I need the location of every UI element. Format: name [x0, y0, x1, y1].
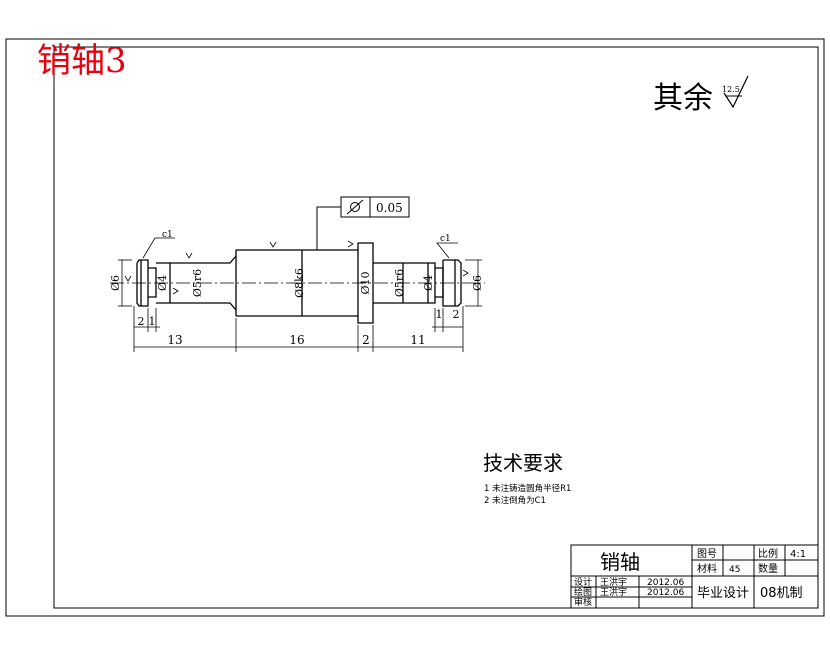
- material-label: 材料: [697, 562, 717, 575]
- roughness-mark-icon: [462, 269, 469, 277]
- designer-label: 设计: [574, 576, 592, 588]
- roughness-mark-icon: [269, 241, 277, 248]
- dia-left-5r6: Ø5r6: [191, 269, 204, 297]
- dia-right-4: Ø4: [422, 275, 435, 291]
- runout-icon: [350, 202, 360, 212]
- title-block-texts: 销轴 图号 比例 4:1 材料 45 数量 设计 王洪宇 2012.06 绘图 …: [574, 547, 806, 608]
- scale-label: 比例: [758, 547, 778, 560]
- shaft-outline: [136, 242, 462, 324]
- qty-label: 数量: [758, 562, 778, 575]
- chamfer-left: c1: [162, 230, 173, 240]
- reviewer-label: 审核: [574, 596, 592, 608]
- dim-13: 13: [167, 333, 182, 347]
- class-label: 08机制: [760, 586, 803, 601]
- tech-line-2: 2 未注倒角为C1: [484, 495, 546, 506]
- dim-2-left: 2: [138, 315, 145, 328]
- roughness-mark-icon: [185, 252, 193, 259]
- roughness-mark-icon: [172, 287, 179, 295]
- designer-name: 王洪宇: [600, 576, 627, 588]
- dia-left-4: Ø4: [156, 275, 169, 291]
- dim-2: 2: [362, 333, 370, 347]
- tolerance-frame: 0.05: [316, 196, 410, 250]
- drafter-date: 2012.06: [647, 588, 684, 598]
- tech-title: 技术要求: [483, 451, 563, 475]
- roughness-symbol-icon: [723, 75, 749, 109]
- tech-line-1: 1 未注铸造圆角半径R1: [484, 483, 571, 494]
- drafter-label: 绘图: [574, 586, 592, 598]
- inner-frame: [53, 46, 819, 609]
- diameter-labels: Ø6 Ø4 Ø5r6 Ø8k6 Ø10 Ø5r6 Ø4 Ø6: [109, 268, 484, 298]
- dia-left-6: Ø6: [109, 275, 122, 291]
- tolerance-value: 0.05: [376, 201, 403, 215]
- dia-right-6: Ø6: [471, 275, 484, 291]
- roughness-label: 其余: [653, 81, 713, 116]
- dimension-lines: [118, 237, 482, 352]
- dim-2-right: 2: [453, 308, 460, 321]
- drafter-name: 王洪宇: [600, 586, 627, 598]
- title-block: [570, 544, 819, 609]
- dim-11: 11: [410, 333, 425, 347]
- outer-frame: [5, 38, 825, 617]
- dia-right-5r6: Ø5r6: [393, 269, 406, 297]
- scale-value: 4:1: [790, 549, 806, 560]
- dia-10: Ø10: [359, 271, 372, 294]
- roughness-mark-icon: [347, 240, 354, 248]
- drawing-no-label: 图号: [697, 548, 717, 560]
- dimension-texts: 13 16 2 11 2 1 1 2 c1 c1: [138, 230, 460, 347]
- part-name: 销轴: [600, 550, 640, 574]
- part-roughness-marks: [124, 240, 469, 295]
- watermark-title: 销轴3: [37, 41, 127, 81]
- dim-1-right: 1: [436, 308, 443, 321]
- dim-16: 16: [289, 333, 304, 347]
- chamfer-right: c1: [440, 234, 451, 244]
- dia-8k6: Ø8k6: [293, 268, 306, 298]
- designer-date: 2012.06: [647, 578, 684, 588]
- roughness-mark-icon: [124, 275, 132, 282]
- material-value: 45: [729, 565, 740, 575]
- roughness-value: 12.5: [722, 85, 740, 94]
- project-label: 毕业设计: [697, 586, 749, 601]
- dim-1-left: 1: [149, 315, 156, 328]
